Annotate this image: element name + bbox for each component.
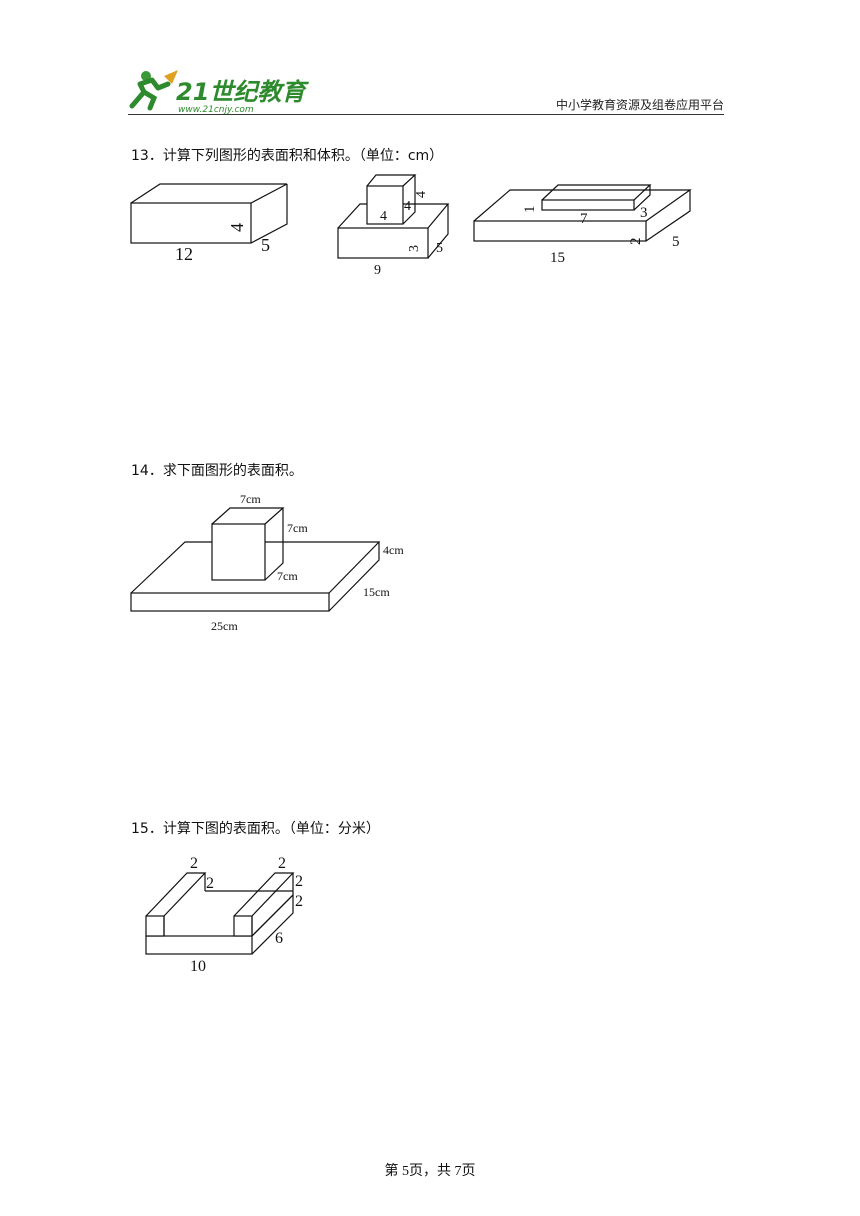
logo-url: www.21cnjy.com bbox=[178, 105, 254, 115]
q14-base-length: 25cm bbox=[211, 619, 238, 633]
q13-f3-base-length: 15 bbox=[550, 250, 565, 266]
site-logo: 21世纪教育 www.21cnjy.com bbox=[128, 62, 309, 116]
q13-f2-top-c: 4 bbox=[414, 191, 429, 198]
q14-figure: 7cm 7cm 7cm 4cm 15cm 25cm bbox=[125, 488, 425, 638]
q15-right-side-2: 2 bbox=[295, 893, 303, 910]
q13-f2-base-width: 5 bbox=[436, 241, 443, 256]
q13-f1-width: 5 bbox=[261, 235, 270, 255]
q15-right-top: 2 bbox=[278, 855, 286, 872]
q13-f1-length: 12 bbox=[175, 244, 193, 264]
header-divider bbox=[128, 114, 724, 115]
q13-f3-base-height: 2 bbox=[628, 238, 644, 246]
question-15-text: 15．计算下图的表面积。（单位：分米） bbox=[131, 821, 380, 837]
question-13-text: 13．计算下列图形的表面积和体积。（单位：cm） bbox=[131, 148, 444, 164]
q13-figure-2: 4 4 4 3 5 9 bbox=[330, 170, 460, 278]
q13-f3-top-length: 7 bbox=[580, 211, 588, 227]
q13-figure-3: 1 7 3 2 5 15 bbox=[468, 178, 698, 270]
runner-logo-icon: 21世纪教育 www.21cnjy.com bbox=[129, 70, 309, 115]
q13-f2-top-a: 4 bbox=[380, 209, 387, 224]
header-slogan: 中小学教育资源及组卷应用平台 bbox=[555, 98, 724, 112]
question-14-text: 14．求下面图形的表面积。 bbox=[131, 463, 303, 479]
q14-base-height: 4cm bbox=[383, 543, 404, 557]
q15-length: 10 bbox=[190, 958, 206, 975]
q13-f2-top-b: 4 bbox=[404, 199, 411, 214]
q13-f3-top-width: 3 bbox=[640, 205, 648, 221]
q14-cube-bottom: 7cm bbox=[277, 569, 298, 583]
q15-figure: 2 2 2 2 2 6 10 bbox=[140, 852, 320, 977]
q15-left-side: 2 bbox=[206, 875, 214, 892]
q13-f2-base-length: 9 bbox=[374, 263, 381, 278]
q13-f2-base-height: 3 bbox=[407, 245, 422, 252]
q13-figure-1: 12 5 4 bbox=[125, 176, 300, 268]
q13-f1-height: 4 bbox=[227, 223, 247, 232]
page-number: 第 5页，共 7页 bbox=[384, 1164, 476, 1179]
logo-text: 21世纪教育 bbox=[176, 78, 309, 106]
q13-f3-top-height: 1 bbox=[522, 206, 538, 214]
q14-cube-top: 7cm bbox=[240, 492, 261, 506]
q15-left-top: 2 bbox=[190, 855, 198, 872]
page-header: 21世纪教育 www.21cnjy.com 中小学教育资源及组卷应用平台 bbox=[128, 62, 724, 116]
q15-depth: 6 bbox=[275, 930, 283, 947]
q14-cube-right: 7cm bbox=[287, 521, 308, 535]
q15-right-side-1: 2 bbox=[295, 873, 303, 890]
q14-base-width: 15cm bbox=[363, 585, 390, 599]
q13-f3-base-width: 5 bbox=[672, 234, 680, 250]
